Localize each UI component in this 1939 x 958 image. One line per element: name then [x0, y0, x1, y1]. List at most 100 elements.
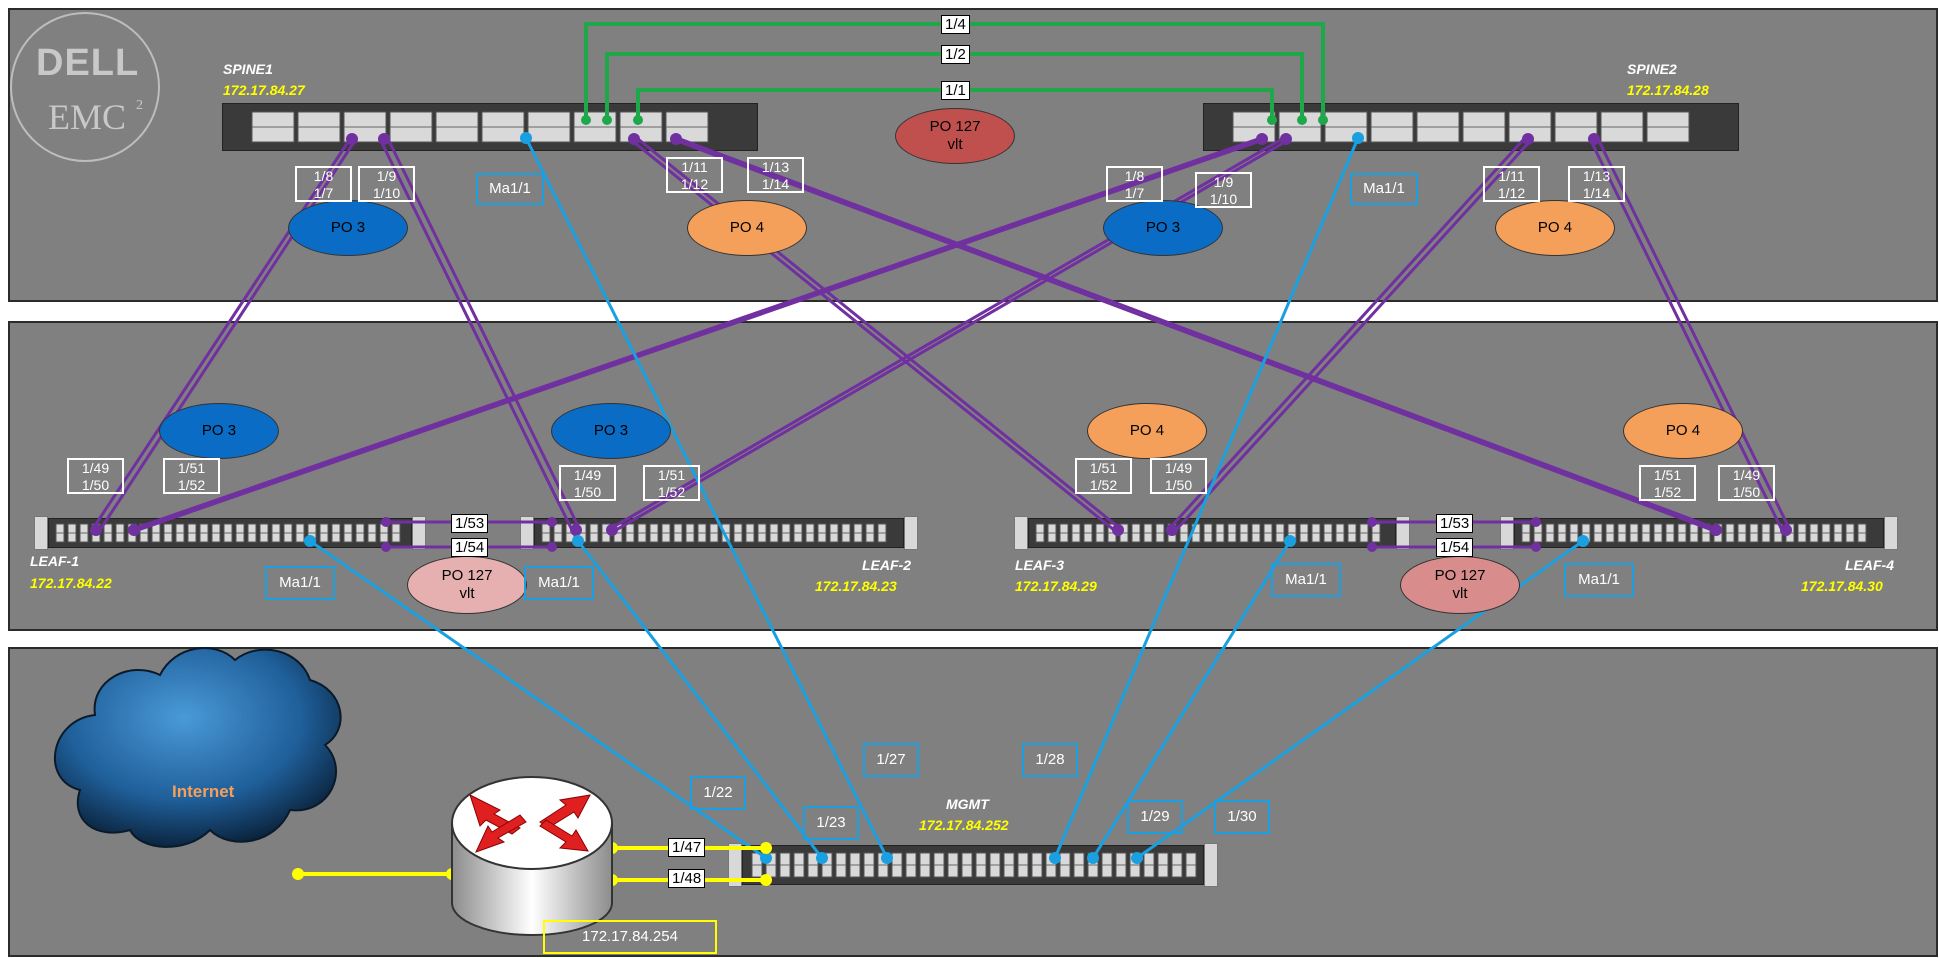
mgmt-link-dot-a-1 [304, 535, 316, 547]
spine1-mgmt-port-box: Ma1/1 [476, 173, 544, 205]
logo-brand-emc: EMC [47, 97, 126, 137]
mgmt-link-dot-a-2 [572, 535, 584, 547]
router-ip-box: 172.17.84.254 [543, 920, 717, 954]
uplink-port-dot-5 [1256, 133, 1268, 145]
logo-superscript: 2 [136, 98, 143, 113]
spine1-port-box-c: 1/11 1/12 [666, 157, 723, 193]
router-icon [451, 776, 613, 936]
leaf1-switch-ear [34, 516, 48, 550]
spine2-po3-oval: PO 3 [1103, 200, 1223, 256]
leaf1-port-box-a: 1/49 1/50 [67, 458, 124, 494]
leaf3-port-grill [1035, 523, 1381, 543]
spine2-mgmt-port-box: Ma1/1 [1350, 173, 1418, 205]
leaf1-port-b1: 1/51 [177, 460, 206, 476]
leaf34-vlt-link-label-1: 1/53 [1436, 514, 1474, 533]
mgmt-port-box-5: 1/29 [1127, 800, 1183, 834]
leaf12-po127-line1: PO 127 [441, 567, 493, 584]
leaf3-port-a2: 1/52 [1089, 477, 1118, 493]
leaf12-vlt-link-label-2: 1/54 [451, 538, 489, 557]
mgmt-port-box-4: 1/28 [1022, 743, 1078, 777]
spine2-port-c2: 1/12 [1497, 185, 1526, 201]
spine2-name: SPINE2 [1627, 61, 1677, 77]
leaf2-ip: 172.17.84.23 [815, 578, 897, 594]
spine-vlt-port-dot-3 [633, 115, 643, 125]
spine-vlt-link-label-2: 1/2 [941, 45, 970, 64]
spine2-port-box-a: 1/8 1/7 [1106, 166, 1163, 202]
mgmt-ip: 172.17.84.252 [919, 817, 1009, 833]
leaf12-po127-oval: PO 127 vlt [407, 556, 527, 614]
spine2-port-c1: 1/11 [1498, 168, 1525, 184]
internet-link-dot [292, 868, 304, 880]
leaf1-switch-ear-right [412, 516, 426, 550]
leaf2-port-b2: 1/52 [657, 484, 686, 500]
spine1-port-d2: 1/14 [761, 176, 790, 192]
leaf3-po-label: PO 4 [1129, 422, 1165, 439]
spine1-po4-oval: PO 4 [687, 200, 807, 256]
leaf4-port-a2: 1/52 [1653, 484, 1682, 500]
leaf3-port-a1: 1/51 [1089, 460, 1118, 476]
leaf34-vlt-link-label-2: 1/54 [1436, 538, 1474, 557]
leaf3-name: LEAF-3 [1015, 557, 1064, 573]
leaf4-port-box-a: 1/51 1/52 [1639, 465, 1696, 501]
uplink-port-dot-16 [1780, 524, 1792, 536]
uplink-1 [90, 138, 352, 531]
leaf2-port-box-b: 1/51 1/52 [643, 465, 700, 501]
leaf1-port-box-b: 1/51 1/52 [163, 458, 220, 494]
router-link-label-2: 1/48 [668, 869, 706, 888]
router-link-dot-4 [760, 874, 772, 886]
leaf4-name: LEAF-4 [1845, 557, 1894, 573]
spine1-po3-oval: PO 3 [288, 200, 408, 256]
spine1-po3-label: PO 3 [330, 219, 366, 236]
leaf-vlt-port-dot-7 [1367, 542, 1377, 552]
spine2-po4-oval: PO 4 [1495, 200, 1615, 256]
spine1-port-b1: 1/9 [376, 168, 397, 184]
uplink-9 [129, 137, 1259, 532]
leaf4-po4-oval: PO 4 [1623, 403, 1743, 459]
spine1-port-a2: 1/7 [313, 185, 334, 201]
leaf-vlt-port-dot-6 [1531, 517, 1541, 527]
spine2-port-b1: 1/9 [1213, 174, 1234, 190]
spine1-ip: 172.17.84.27 [223, 82, 305, 98]
leaf-vlt-port-dot-8 [1531, 542, 1541, 552]
spine-vlt-link-label-1: 1/4 [941, 15, 970, 34]
leaf4-port-b1: 1/49 [1732, 467, 1761, 483]
spine1-port-grill [251, 111, 709, 143]
spine-po127-line2: vlt [947, 136, 963, 153]
leaf1-po-label: PO 3 [201, 422, 237, 439]
leaf4-switch-ear-right [1884, 516, 1898, 550]
spine1-name: SPINE1 [223, 61, 273, 77]
leaf3-port-b2: 1/50 [1164, 477, 1193, 493]
spine1-port-box-d: 1/13 1/14 [747, 157, 804, 193]
mgmt-link-dot-b-6 [1131, 852, 1143, 864]
uplink-7 [671, 137, 1713, 532]
mgmt-link-dot-a-6 [1577, 535, 1589, 547]
leaf3-switch-ear [1014, 516, 1028, 550]
uplink-14 [1174, 137, 1534, 532]
mgmt-link-dot-a-3 [520, 132, 532, 144]
leaf2-port-a2: 1/50 [573, 484, 602, 500]
mgmt-link-dot-b-2 [816, 852, 828, 864]
mgmt-name: MGMT [946, 796, 989, 812]
leaf1-port-grill [55, 523, 401, 543]
router-link-label-1: 1/47 [668, 838, 706, 857]
spine2-port-box-c: 1/11 1/12 [1483, 166, 1540, 202]
spine-po127-line1: PO 127 [929, 118, 981, 135]
uplink-8 [679, 137, 1721, 532]
router-link-dot-2 [760, 842, 772, 854]
mgmt-port-grill [751, 852, 1197, 878]
mgmt-port-box-2: 1/23 [803, 806, 859, 840]
mgmt-link-dot-a-4 [1352, 132, 1364, 144]
spine-vlt-port-dot-5 [1297, 115, 1307, 125]
mgmt-link-5 [1091, 540, 1292, 859]
spine-vlt-port-dot-6 [1318, 115, 1328, 125]
uplink-4 [386, 138, 582, 531]
uplink-port-dot-1 [346, 133, 358, 145]
leaf4-port-b2: 1/50 [1732, 484, 1761, 500]
leaf3-po4-oval: PO 4 [1087, 403, 1207, 459]
uplink-10 [137, 137, 1267, 532]
leaf2-po-label: PO 3 [593, 422, 629, 439]
uplink-port-dot-7 [1522, 133, 1534, 145]
spine-vlt-port-dot-4 [1267, 115, 1277, 125]
spine2-port-a2: 1/7 [1124, 185, 1145, 201]
mgmt-link-dot-b-3 [881, 852, 893, 864]
